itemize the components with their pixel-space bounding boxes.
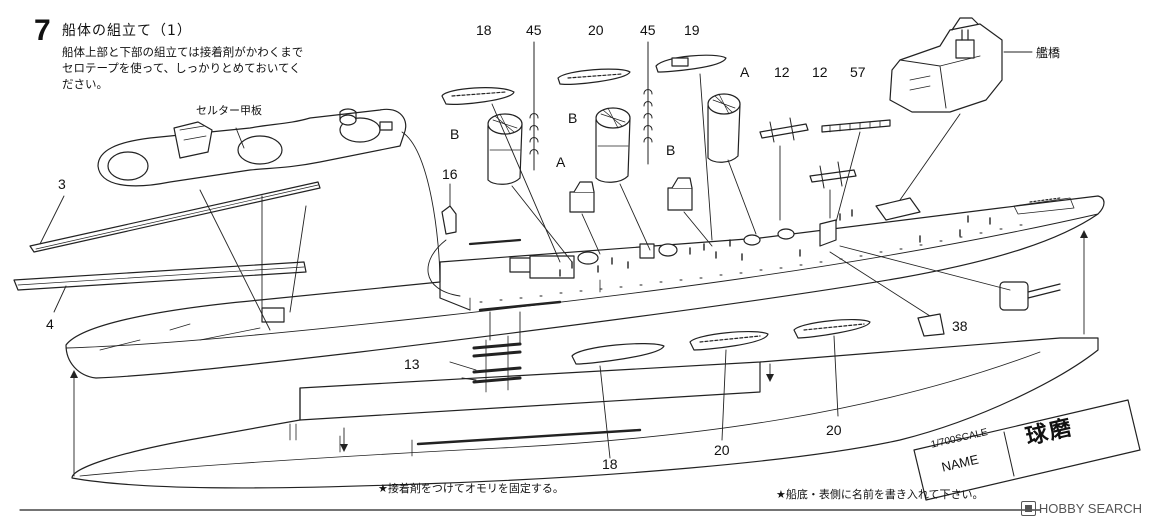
label-part-b: B (450, 126, 460, 142)
funnels (487, 93, 741, 185)
aircraft-parts (759, 117, 891, 189)
bridge-drawing (889, 17, 1003, 113)
label-part-19: 19 (684, 22, 700, 38)
label-part-45: 45 (526, 22, 542, 38)
boats (441, 54, 871, 365)
hobby-search-logo-icon (1020, 501, 1036, 516)
label-part-b: B (666, 142, 676, 158)
label-part-b: B (568, 110, 578, 126)
label-part-4: 4 (46, 316, 54, 332)
fittings (569, 177, 693, 213)
label-bridge: 艦橋 (1036, 46, 1061, 60)
label-shelter-deck: セルター甲板 (196, 104, 262, 117)
label-part-18: 18 (602, 456, 618, 472)
instruction-line: セロテープを使って、しっかりとめておいてく (62, 61, 301, 75)
label-part-a: A (740, 64, 750, 80)
label-part-20: 20 (588, 22, 604, 38)
misc-parts (441, 205, 1061, 393)
label-part-57: 57 (850, 64, 866, 80)
watermark-text: HOBBY SEARCH (1038, 501, 1142, 516)
label-part-45: 45 (640, 22, 656, 38)
label-part-16: 16 (442, 166, 458, 182)
instruction-line: 船体上部と下部の組立ては接着剤がかわくまで (62, 45, 304, 59)
note-bottom: ★船底・表側に名前を書き入れて下さい。 (776, 488, 984, 501)
label-part-38: 38 (952, 318, 968, 334)
lower-hull-drawing (71, 337, 1099, 489)
label-part-12: 12 (774, 64, 790, 80)
step-title: 船体の組立て（1） (62, 23, 192, 39)
davits (529, 41, 653, 171)
step-instructions: 船体上部と下部の組立ては接着剤がかわくまで セロテープを使って、しっかりとめてお… (62, 44, 322, 92)
note-weight: ★接着剤をつけてオモリを固定する。 (378, 482, 564, 495)
label-part-20: 20 (826, 422, 842, 438)
arrowheads (70, 230, 1088, 452)
label-part-3: 3 (58, 176, 66, 192)
watermark: HOBBY SEARCH (1020, 501, 1142, 516)
label-part-a: A (556, 154, 566, 170)
instruction-line: ださい。 (62, 77, 108, 91)
label-part-20: 20 (714, 442, 730, 458)
step-number: 7 (34, 14, 51, 47)
label-part-18: 18 (476, 22, 492, 38)
label-part-12: 12 (812, 64, 828, 80)
hull-rails (13, 181, 321, 291)
label-part-13: 13 (404, 356, 420, 372)
nameplate-frame (913, 399, 1141, 501)
shelter-deck-drawing (97, 108, 407, 187)
